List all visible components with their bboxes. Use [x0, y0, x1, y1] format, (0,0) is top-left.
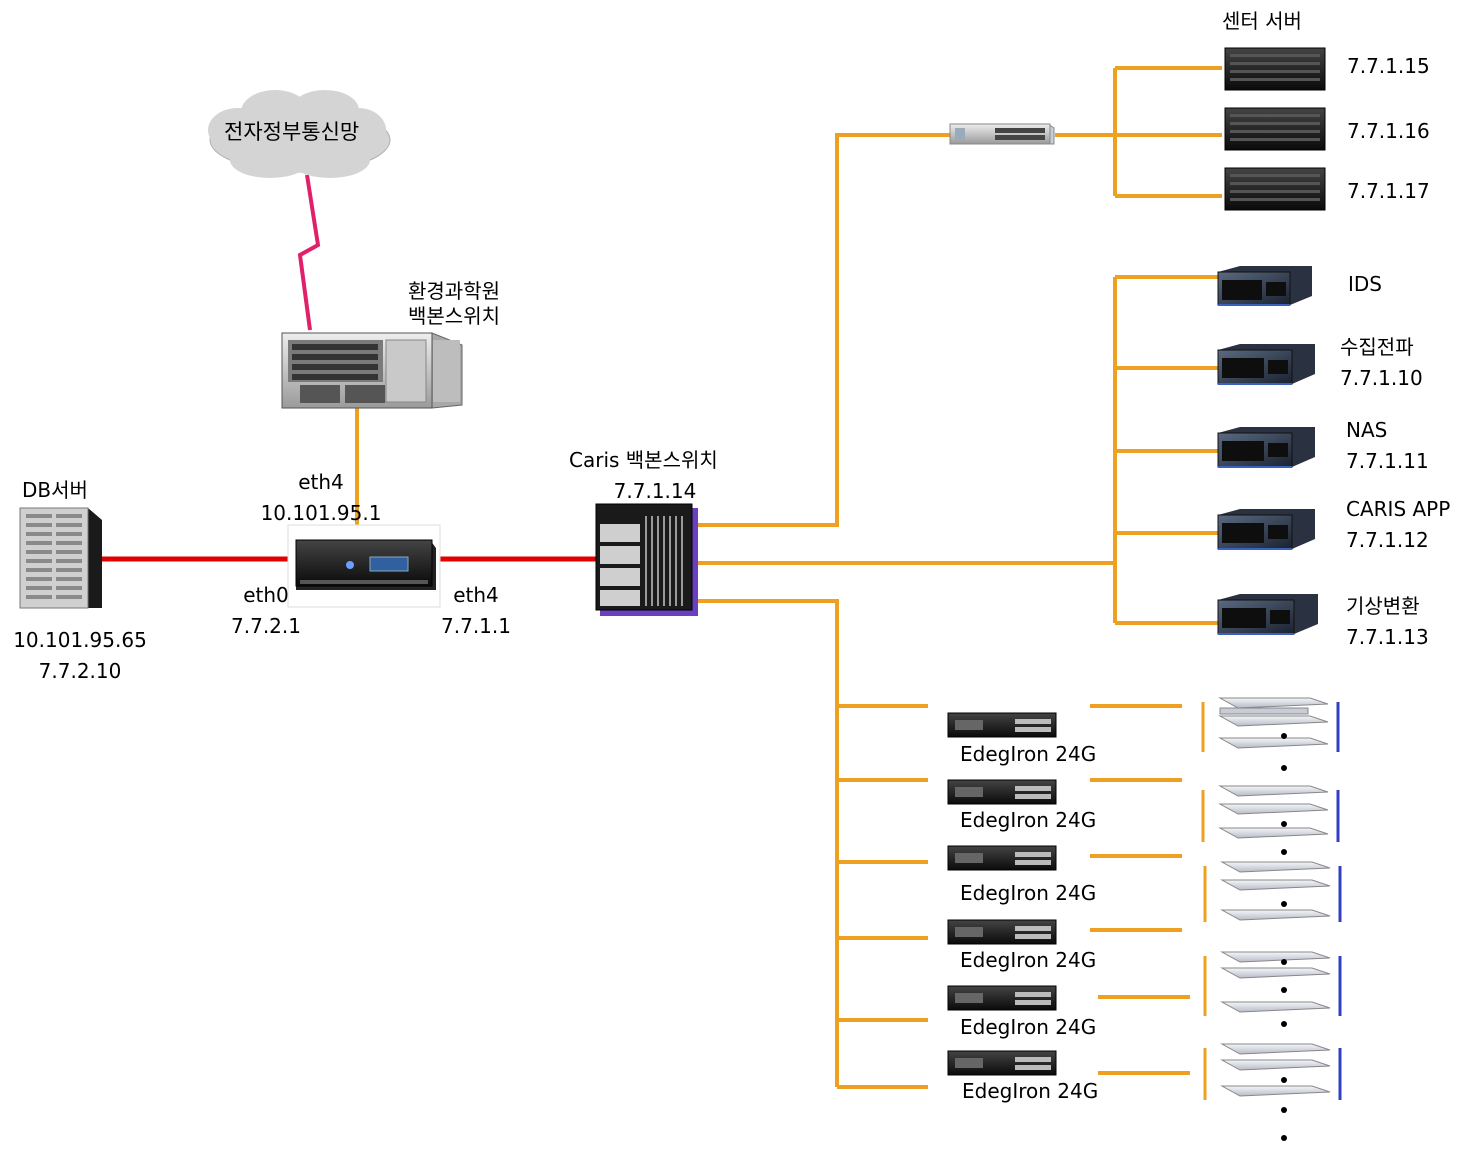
edge-switch-label-3: EdegIron 24G	[960, 881, 1097, 905]
gateway-left-ip: 7.7.2.1	[231, 614, 301, 638]
links	[102, 66, 1222, 1089]
edge-switch-1-icon	[947, 712, 1057, 738]
edge-trunk	[695, 599, 839, 1087]
ids-server-icon	[1217, 266, 1312, 306]
center-server-ip-1: 7.7.1.15	[1347, 54, 1430, 78]
db-server-ip2: 7.7.2.10	[38, 659, 122, 683]
wan-link	[297, 174, 321, 331]
edge-switch-6-icon	[947, 1050, 1057, 1076]
gateway-top-if: eth4	[298, 470, 344, 494]
server-name-collect: 수집전파	[1340, 335, 1414, 359]
hub-switch-icon	[949, 123, 1055, 145]
env-switch-label-2: 백본스위치	[408, 304, 500, 328]
caris-switch-ip: 7.7.1.14	[613, 479, 697, 503]
gateway-appliance-icon	[287, 524, 441, 608]
blade-cluster-3-icon	[1203, 861, 1342, 922]
edge-switch-2-icon	[947, 779, 1057, 805]
db-server-title: DB서버	[22, 478, 88, 502]
gateway-right-if: eth4	[453, 583, 499, 607]
server-ip-nas: 7.7.1.11	[1346, 449, 1429, 473]
center-server-ip-3: 7.7.1.17	[1347, 179, 1430, 203]
edge-switch-label-5: EdegIron 24G	[960, 1015, 1097, 1039]
caris-app-server-icon	[1217, 509, 1315, 550]
cloud-icon	[208, 90, 391, 178]
edge-switch-label-4: EdegIron 24G	[960, 948, 1097, 972]
edge-switch-4-icon	[947, 919, 1057, 945]
caris-switch-icon	[595, 503, 698, 616]
center-server-2-icon	[1224, 107, 1326, 151]
blade-cluster-4-icon	[1203, 951, 1342, 1027]
center-trunk	[695, 133, 950, 527]
edge-switch-3-icon	[947, 845, 1057, 871]
weather-convert-server-icon	[1217, 594, 1318, 635]
nas-server-icon	[1217, 427, 1315, 468]
center-server-ip-2: 7.7.1.16	[1347, 119, 1430, 143]
db-server-icon	[19, 507, 102, 609]
gateway-right-ip: 7.7.1.1	[441, 614, 511, 638]
center-servers-title: 센터 서버	[1222, 9, 1302, 33]
blade-cluster-1-icon	[1201, 697, 1340, 771]
edge-switch-label-6: EdegIron 24G	[962, 1079, 1099, 1103]
server-name-weather: 기상변환	[1346, 594, 1420, 618]
center-server-3-icon	[1224, 167, 1326, 211]
gateway-left-if: eth0	[243, 583, 289, 607]
caris-switch-title: Caris 백본스위치	[569, 448, 718, 472]
server-name-caris-app: CARIS APP	[1346, 497, 1451, 521]
center-server-1-icon	[1224, 47, 1326, 91]
server-ip-caris-app: 7.7.1.12	[1346, 528, 1429, 552]
gateway-top-ip: 10.101.95.1	[260, 501, 382, 525]
server-name-nas: NAS	[1346, 418, 1388, 442]
server-name-ids: IDS	[1348, 272, 1382, 296]
cloud-label: 전자정부통신망	[224, 120, 360, 144]
blade-cluster-5-icon	[1203, 1043, 1342, 1141]
blade-cluster-2-icon	[1201, 785, 1340, 855]
chassis-switch-icon	[281, 332, 463, 409]
server-ip-collect: 7.7.1.10	[1340, 366, 1423, 390]
collect-server-icon	[1217, 344, 1315, 385]
server-ip-weather: 7.7.1.13	[1346, 625, 1429, 649]
edge-switch-5-icon	[947, 985, 1057, 1011]
db-server-ip1: 10.101.95.65	[13, 628, 147, 652]
edge-switch-label-2: EdegIron 24G	[960, 808, 1097, 832]
edge-switch-label-1: EdegIron 24G	[960, 742, 1097, 766]
env-switch-label-1: 환경과학원	[408, 279, 500, 303]
